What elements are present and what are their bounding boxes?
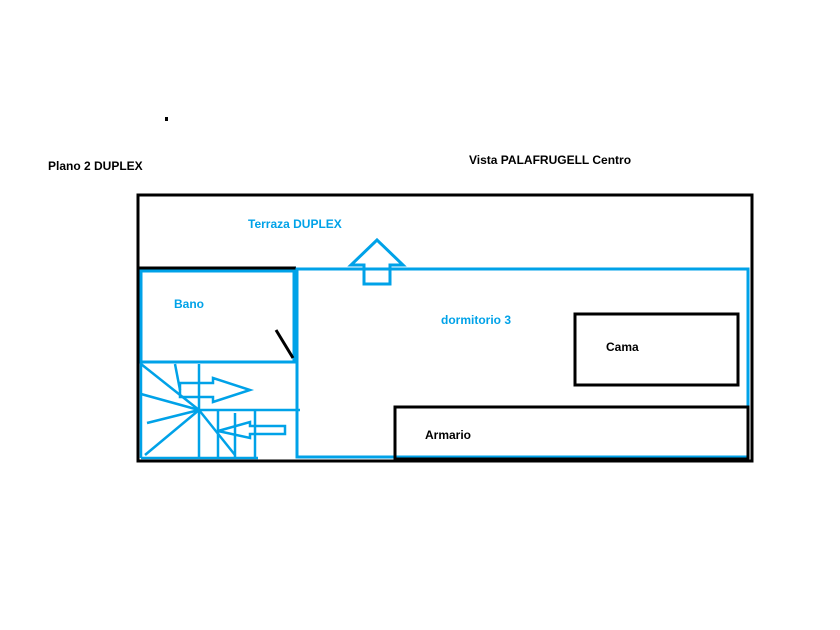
view-title: Vista PALAFRUGELL Centro bbox=[469, 153, 632, 167]
terrace-label: Terraza DUPLEX bbox=[248, 217, 342, 231]
bathroom-label: Bano bbox=[174, 297, 204, 311]
plan-title: Plano 2 DUPLEX bbox=[48, 159, 143, 173]
bed-outline bbox=[573, 312, 740, 387]
wardrobe-outline bbox=[393, 405, 750, 461]
bedroom-outline bbox=[295, 267, 750, 459]
stairs-left-arrow bbox=[217, 420, 287, 440]
up-arrow-icon bbox=[347, 237, 407, 286]
outer-wall bbox=[136, 193, 754, 463]
door-swing bbox=[274, 329, 295, 359]
wardrobe-label: Armario bbox=[425, 428, 472, 442]
staircase bbox=[139, 362, 300, 460]
dot-mark bbox=[165, 117, 168, 121]
bedroom-label: dormitorio 3 bbox=[441, 313, 512, 327]
bathroom-outline bbox=[139, 269, 296, 364]
bed-label: Cama bbox=[606, 340, 639, 354]
stairs-right-arrow bbox=[178, 376, 255, 404]
